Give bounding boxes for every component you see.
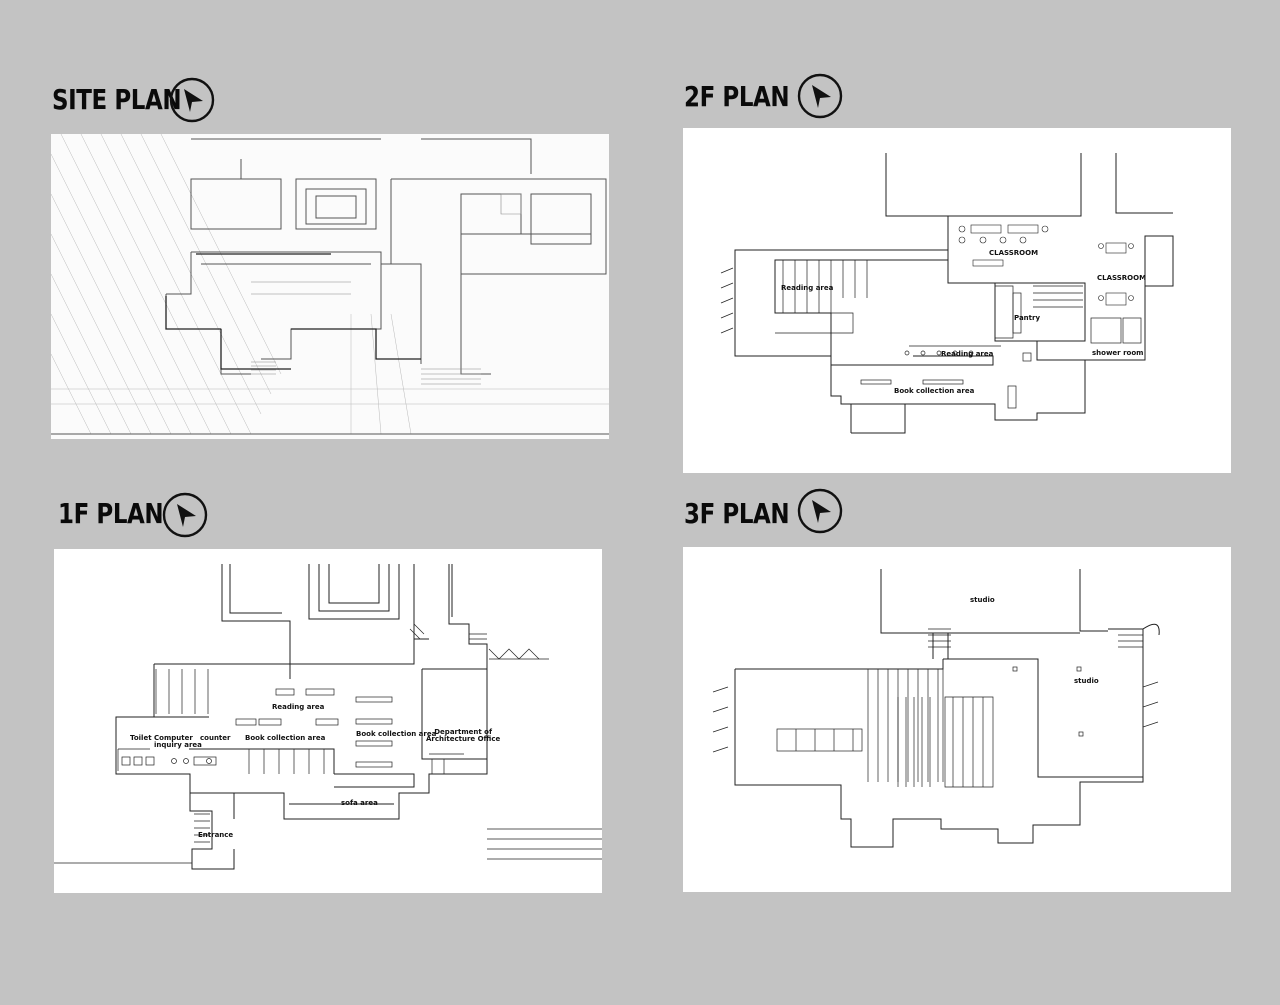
shower-room-label: shower room [1092, 349, 1144, 357]
studio-label: studio [970, 596, 995, 604]
north-arrow-icon [162, 492, 208, 538]
studio-label: studio [1074, 677, 1099, 685]
reading-area-label: Reading area [941, 350, 994, 358]
site-plan-title: SITE PLAN [52, 83, 182, 116]
1f-plan-linework [54, 564, 602, 870]
1f-plan-title: 1F PLAN [58, 497, 164, 530]
north-arrow-icon [797, 488, 843, 534]
classroom-label: CLASSROOM [989, 249, 1039, 257]
book-collection-label: Book collection area [356, 730, 437, 738]
toilet-label: Toilet [130, 734, 152, 742]
1f-plan-drawing: Reading area Toilet Computer inquiry are… [54, 549, 602, 893]
reading-area-label: Reading area [781, 284, 834, 292]
sofa-area-label: sofa area [341, 799, 378, 807]
entrance-label: Entrance [198, 831, 234, 839]
3f-plan-linework [712, 569, 1160, 848]
north-arrow-icon [797, 73, 843, 119]
2f-plan-drawing: CLASSROOM CLASSROOM Reading area Pantry … [683, 128, 1231, 473]
site-plan-linework [51, 134, 609, 435]
reading-area-label: Reading area [272, 703, 325, 711]
2f-plan-linework [720, 153, 1174, 434]
3f-plan-drawing: studio studio [683, 547, 1231, 892]
computer-inquiry-label: Computer inquiry area [154, 734, 202, 750]
2f-plan-title: 2F PLAN [684, 80, 790, 113]
classroom-label: CLASSROOM [1097, 274, 1147, 282]
pantry-label: Pantry [1014, 314, 1041, 322]
north-arrow-icon [169, 77, 215, 123]
book-collection-label: Book collection area [245, 734, 326, 742]
book-collection-label: Book collection area [894, 387, 975, 395]
dept-office-label: Department of Architecture Office [426, 728, 501, 744]
site-plan-drawing [51, 134, 609, 439]
counter-label: counter [200, 734, 231, 742]
3f-plan-title: 3F PLAN [684, 497, 790, 530]
